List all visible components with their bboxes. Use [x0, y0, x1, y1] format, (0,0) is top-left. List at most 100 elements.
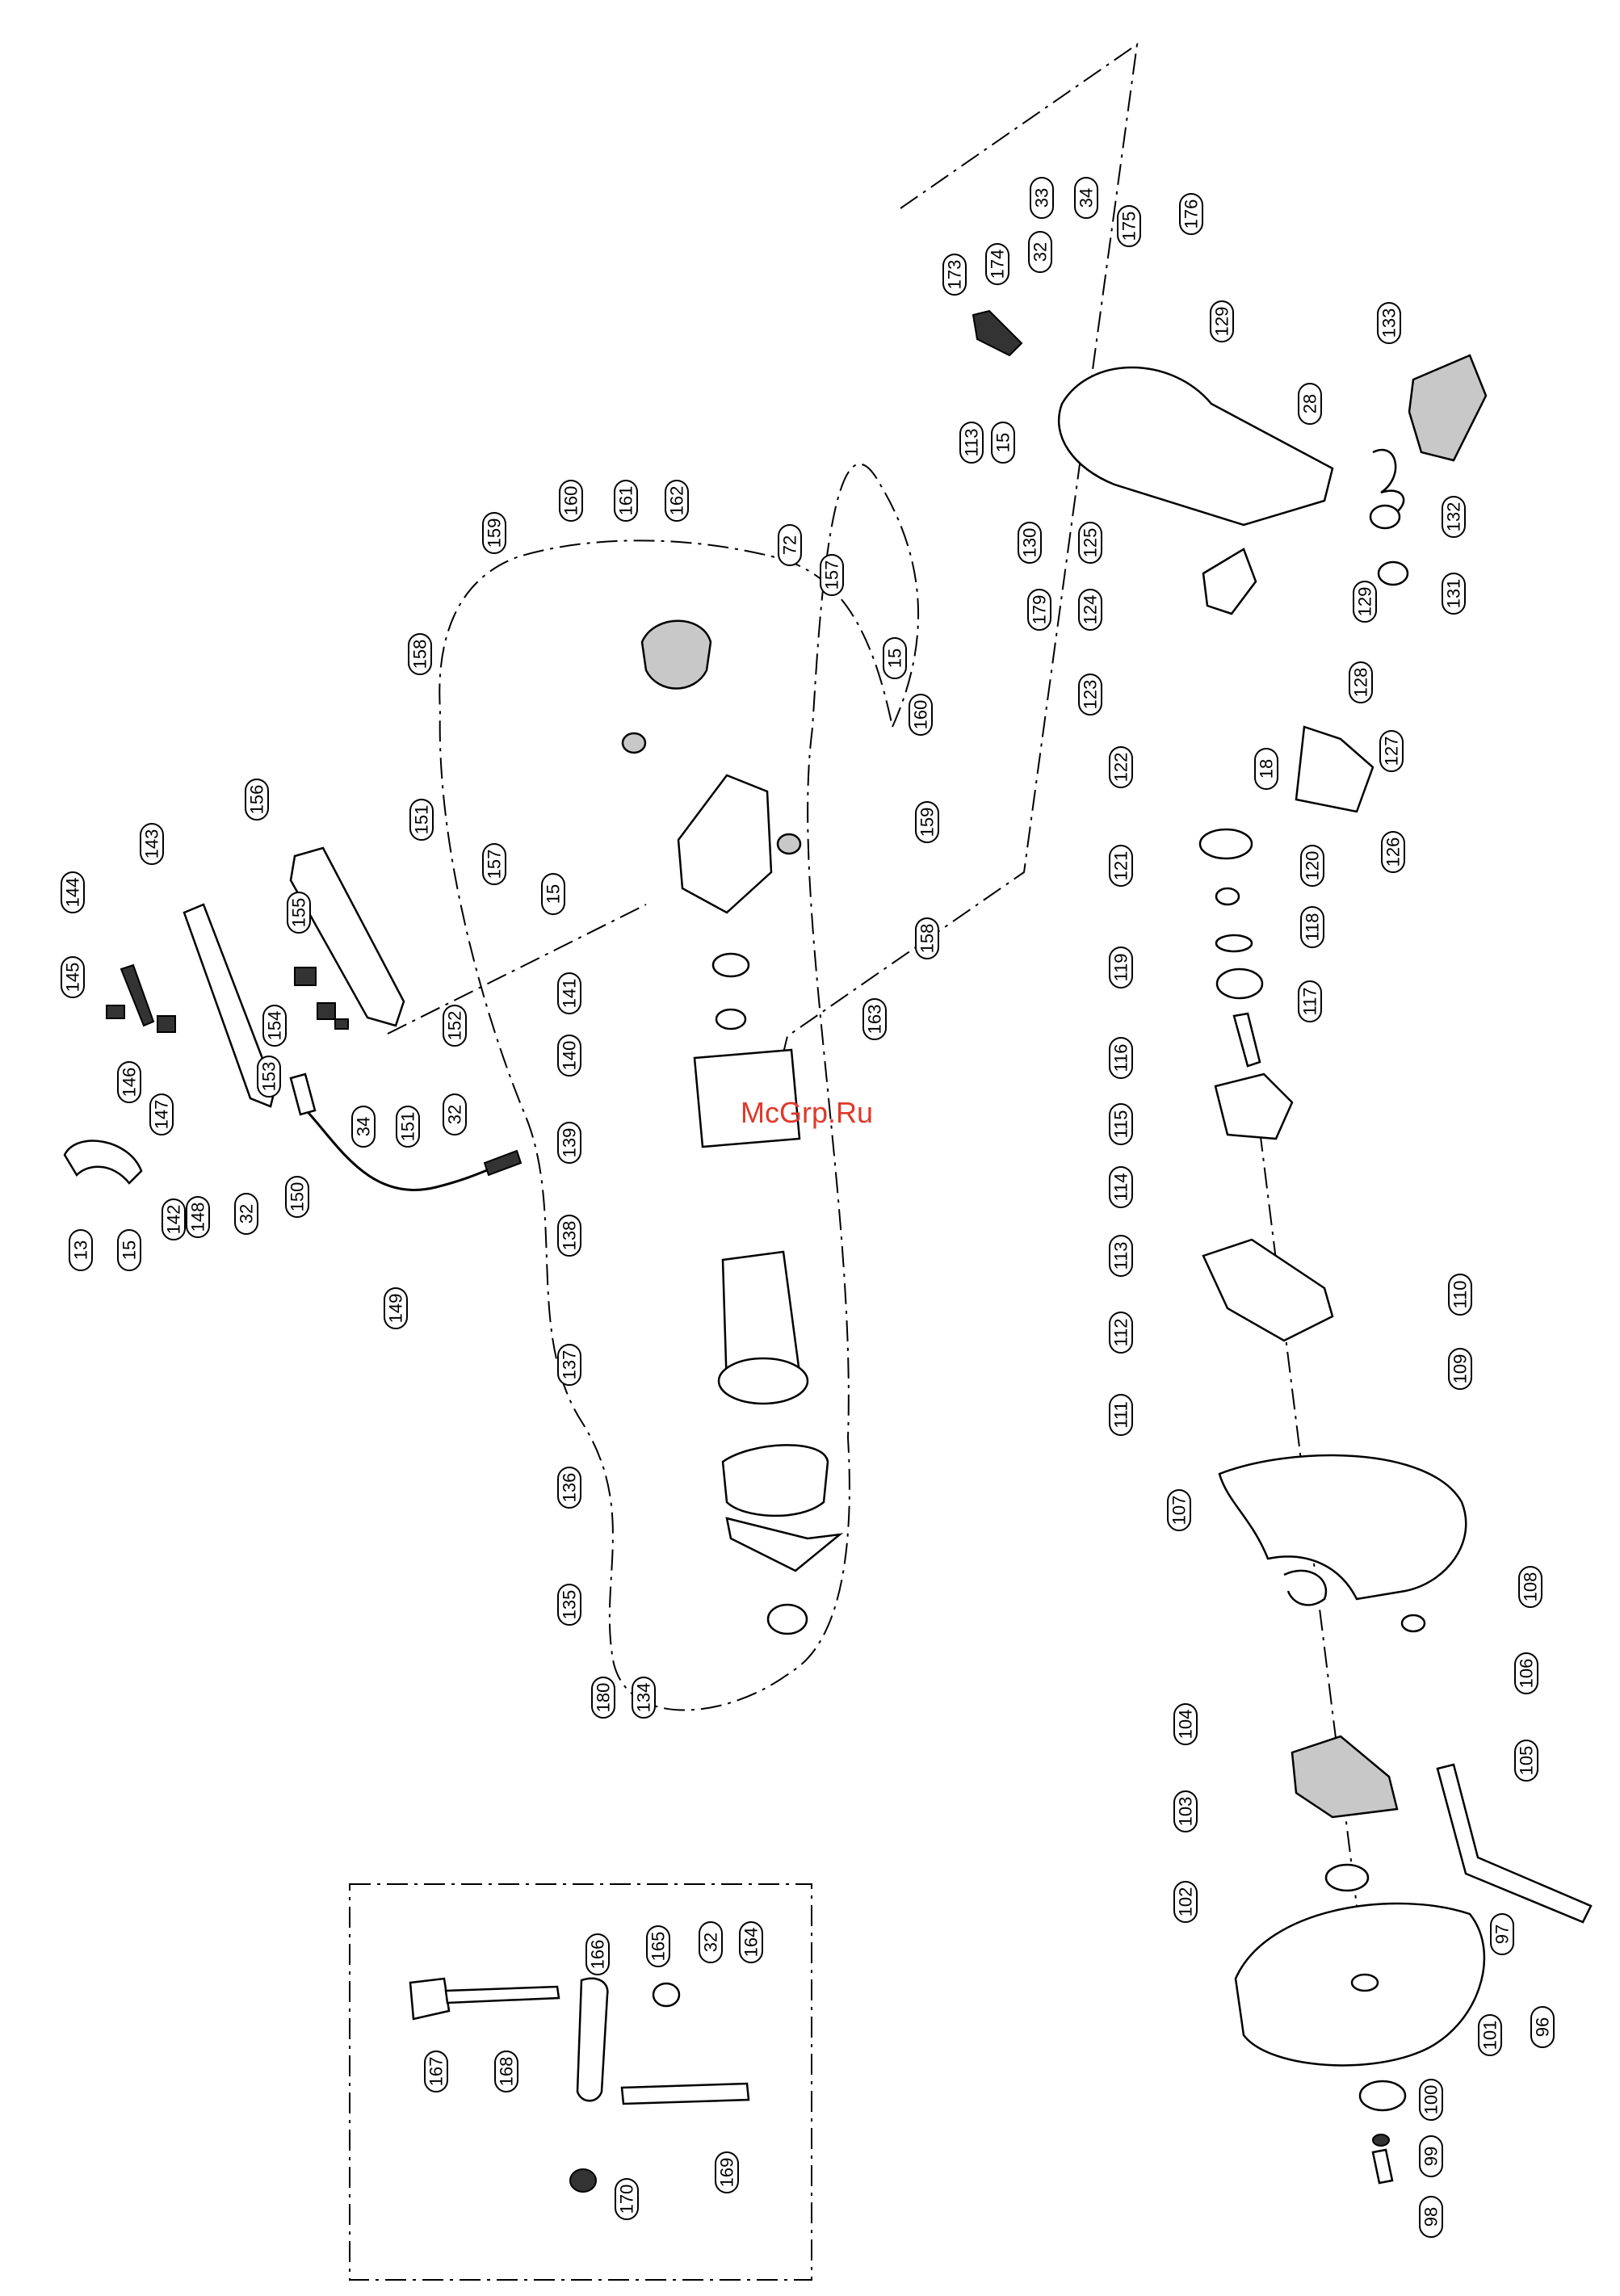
callout-pill: [61, 871, 85, 913]
callout-124: 124: [1078, 589, 1102, 631]
baffle-136: [721, 1444, 829, 1517]
callout-number: 72: [780, 535, 800, 555]
callout-pill: [162, 1198, 186, 1240]
callout-pill: [1109, 746, 1133, 788]
callout-pill: [1514, 1740, 1538, 1782]
spring-132: [1372, 449, 1405, 518]
callout-174: 174: [985, 243, 1009, 285]
callout-151: 151: [409, 799, 434, 841]
callout-148: 148: [186, 1196, 210, 1238]
callout-number: 132: [1444, 502, 1464, 532]
callout-122: 122: [1109, 746, 1133, 788]
callout-pill: [1173, 1881, 1198, 1923]
callout-pill: [1030, 177, 1054, 219]
callout-pill: [1167, 1489, 1191, 1531]
callout-pill: [262, 1005, 287, 1047]
callout-33: 33: [1030, 177, 1054, 219]
callout-pill: [257, 1056, 281, 1098]
callout-number: 131: [1444, 579, 1464, 609]
callout-pill: [482, 512, 506, 554]
callout-number: 121: [1111, 851, 1131, 881]
switch-block-155: [294, 967, 317, 986]
callout-103: 103: [1173, 1790, 1198, 1832]
callout-pill: [149, 1093, 174, 1135]
callout-number: 168: [497, 2057, 517, 2087]
callout-167: 167: [424, 2050, 448, 2092]
bracket-135: [725, 1517, 844, 1572]
flange-102: [1324, 1863, 1370, 1892]
callout-pill: [820, 554, 844, 596]
callout-number: 125: [1081, 528, 1101, 558]
roller-131-upper: [1369, 504, 1401, 530]
callout-pill: [1074, 177, 1098, 219]
callout-pill: [424, 2050, 448, 2092]
callout-pill: [245, 779, 269, 821]
callout-number: 110: [1450, 1280, 1471, 1308]
callout-pill: [559, 480, 583, 522]
callout-number: 159: [485, 518, 505, 548]
callout-pill: [396, 1106, 420, 1148]
callout-pill: [117, 1229, 141, 1271]
callout-pill: [1478, 2014, 1502, 2056]
callout-number: 157: [485, 850, 505, 879]
callout-number: 104: [1176, 1710, 1196, 1740]
callout-number: 141: [560, 979, 580, 1009]
callout-13: 13: [69, 1229, 93, 1271]
callout-116: 116: [1109, 1037, 1133, 1079]
callout-pill: [665, 480, 689, 522]
callout-100: 100: [1419, 2079, 1443, 2121]
callout-155: 155: [287, 892, 311, 934]
callout-160: 160: [559, 480, 583, 522]
callout-145: 145: [61, 956, 85, 998]
callout-pill: [585, 1933, 610, 1975]
power-cord-149: [307, 1111, 510, 1191]
callout-number: 128: [1351, 668, 1371, 698]
callout-number: 113: [962, 428, 982, 456]
callout-pill: [1518, 1566, 1542, 1608]
knob-167: [409, 1977, 451, 2021]
callout-114: 114: [1109, 1166, 1133, 1208]
strain-relief-150: [289, 1072, 317, 1116]
callout-pill: [1514, 1652, 1538, 1694]
callout-number: 163: [865, 1005, 885, 1035]
armature-fan-137: [717, 1357, 809, 1405]
callout-32: 32: [1028, 231, 1052, 273]
callout-number: 115: [1111, 1110, 1131, 1138]
callout-156: 156: [245, 779, 269, 821]
callout-number: 160: [561, 486, 581, 516]
callout-number: 152: [445, 1011, 465, 1041]
motor-group: [621, 619, 844, 1635]
callout-104: 104: [1173, 1703, 1198, 1745]
stator-139: [693, 1048, 801, 1148]
callout-number: 169: [717, 2158, 737, 2188]
callout-pill: [1173, 1703, 1198, 1745]
callout-number: 157: [822, 560, 842, 590]
callout-pill: [1254, 748, 1278, 790]
callout-111: 111: [1109, 1394, 1133, 1436]
callout-pill: [715, 2151, 739, 2193]
callout-120: 120: [1300, 845, 1324, 887]
callout-pill: [1109, 1166, 1133, 1208]
callout-number: 122: [1111, 753, 1131, 783]
saw-head-group: [972, 309, 1593, 2185]
callout-pill: [557, 972, 581, 1014]
callout-101: 101: [1478, 2014, 1502, 2056]
callout-157: 157: [482, 843, 506, 885]
cover-133: [1408, 354, 1488, 462]
watermark: McGrp.Ru: [741, 1096, 873, 1129]
roller-131-lower: [1377, 560, 1409, 586]
callout-pill: [557, 1035, 581, 1077]
callout-98: 98: [1419, 2196, 1443, 2238]
callout-pill: [883, 637, 907, 679]
outer-flange-100: [1358, 2080, 1407, 2112]
callout-number: 119: [1111, 953, 1131, 981]
callout-117: 117: [1298, 980, 1322, 1022]
callout-123: 123: [1078, 674, 1102, 716]
switch-146: [157, 1015, 176, 1033]
callout-pill: [1448, 1274, 1472, 1316]
callout-number: 147: [152, 1100, 172, 1130]
callout-number: 32: [445, 1105, 465, 1124]
callout-165: 165: [646, 1925, 670, 1967]
callout-number: 32: [237, 1204, 257, 1224]
callout-142: 142: [162, 1198, 186, 1240]
